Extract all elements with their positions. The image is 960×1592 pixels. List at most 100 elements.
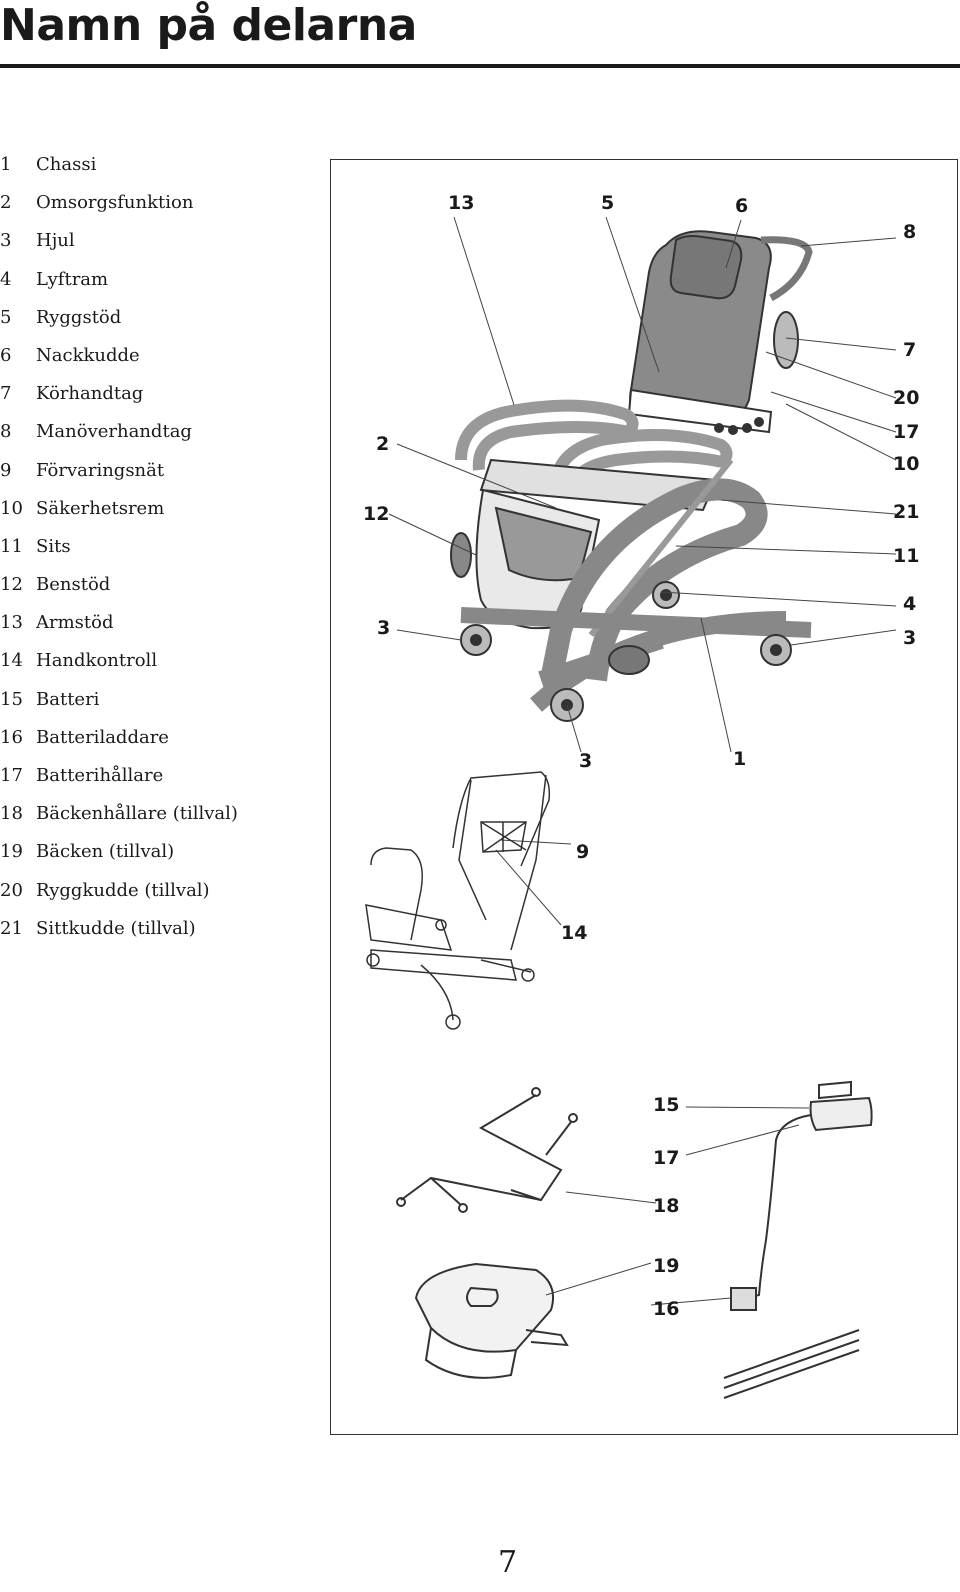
part-name: Lyftram — [36, 268, 109, 290]
part-number: 6 — [0, 344, 12, 366]
part-number: 11 — [0, 535, 23, 557]
callout-label: 3 — [377, 617, 390, 639]
part-number: 15 — [0, 688, 23, 710]
small-chair-illustration — [365, 771, 551, 1030]
part-name: Hjul — [36, 230, 75, 252]
part-item: 4 Lyftram — [0, 267, 238, 305]
part-name: Säkerhetsrem — [36, 497, 165, 519]
part-name: Batteri — [36, 688, 100, 710]
part-number: 5 — [0, 306, 12, 328]
part-item: 5 Ryggstöd — [0, 305, 238, 343]
part-item: 15 Batteri — [0, 687, 238, 725]
part-number: 2 — [0, 192, 12, 214]
part-number: 17 — [0, 765, 23, 786]
parts-illustration: 13 5 6 8 7 20 17 10 21 11 4 3 2 12 3 3 1… — [330, 159, 958, 1435]
bottom-leader-lines — [545, 1106, 810, 1306]
part-number: 16 — [0, 726, 23, 748]
callout-label: 8 — [903, 221, 916, 243]
part-name: Bäckenhållare (tillval) — [36, 803, 238, 825]
callout-label: 4 — [903, 593, 916, 615]
callout-label: 3 — [903, 627, 916, 649]
part-item: 2 Omsorgsfunktion — [0, 190, 238, 228]
callout-label: 17 — [893, 421, 919, 443]
part-name: Körhandtag — [36, 383, 144, 405]
callout-labels: 13 5 6 8 7 20 17 10 21 11 4 3 2 12 3 3 1… — [363, 192, 919, 1320]
battery-illustration — [723, 1080, 873, 1399]
callout-label: 1 — [733, 748, 746, 770]
part-number: 21 — [0, 917, 23, 939]
part-name: Omsorgsfunktion — [36, 192, 194, 214]
callout-label: 7 — [903, 339, 916, 361]
callout-label: 10 — [893, 453, 919, 475]
part-item: 19 Bäcken (tillval) — [0, 839, 238, 877]
leader-lines — [388, 216, 897, 926]
illustration-canvas: 13 5 6 8 7 20 17 10 21 11 4 3 2 12 3 3 1… — [363, 192, 919, 1399]
page-title: Namn på delarna — [0, 0, 417, 51]
bedpan-illustration — [414, 1262, 569, 1379]
part-name: Ryggkudde (tillval) — [36, 879, 210, 901]
part-number: 1 — [0, 154, 12, 175]
part-name: Benstöd — [36, 574, 111, 596]
callout-label: 19 — [653, 1255, 679, 1277]
part-name: Batterihållare — [36, 765, 164, 786]
part-name: Manöverhandtag — [36, 421, 192, 443]
part-number: 18 — [0, 803, 23, 825]
callout-label: 16 — [653, 1298, 679, 1320]
callout-label: 15 — [653, 1094, 679, 1116]
part-name: Sittkudde (tillval) — [36, 917, 196, 939]
callout-label: 5 — [601, 192, 614, 214]
part-item: 10 Säkerhetsrem — [0, 496, 238, 534]
part-item: 13 Armstöd — [0, 610, 238, 648]
part-name: Bäcken (tillval) — [36, 841, 175, 863]
callout-label: 6 — [735, 195, 748, 217]
callout-label: 2 — [376, 433, 389, 455]
title-rule — [0, 64, 960, 68]
callout-label: 13 — [448, 192, 474, 214]
part-item: 14 Handkontroll — [0, 648, 238, 686]
part-name: Sits — [36, 535, 71, 557]
part-name: Chassi — [36, 154, 97, 175]
part-number: 19 — [0, 841, 23, 863]
part-item: 1 Chassi — [0, 152, 238, 190]
part-item: 11 Sits — [0, 534, 238, 572]
part-item: 3 Hjul — [0, 228, 238, 266]
part-item: 12 Benstöd — [0, 572, 238, 610]
chair-illustration — [450, 230, 813, 722]
part-item: 16 Batteriladdare — [0, 725, 238, 763]
callout-label: 3 — [579, 750, 592, 772]
callout-label: 17 — [653, 1147, 679, 1169]
callout-label: 11 — [893, 545, 919, 567]
callout-label: 9 — [576, 841, 589, 863]
part-item: 17 Batterihållare — [0, 763, 238, 801]
part-item: 20 Ryggkudde (tillval) — [0, 878, 238, 916]
callout-label: 21 — [893, 501, 919, 523]
callout-label: 12 — [363, 503, 389, 525]
part-name: Batteriladdare — [36, 726, 169, 748]
callout-label: 14 — [561, 922, 587, 944]
callout-label: 18 — [653, 1195, 679, 1217]
part-item: 6 Nackkudde — [0, 343, 238, 381]
part-number: 13 — [0, 612, 23, 634]
part-number: 20 — [0, 879, 23, 901]
part-item: 8 Manöverhandtag — [0, 419, 238, 457]
part-name: Nackkudde — [36, 344, 140, 366]
part-item: 18 Bäckenhållare (tillval) — [0, 801, 238, 839]
part-number: 7 — [0, 383, 12, 405]
part-name: Förvaringsnät — [36, 459, 165, 481]
part-number: 9 — [0, 459, 12, 481]
part-number: 4 — [0, 268, 12, 290]
part-name: Ryggstöd — [36, 306, 122, 328]
part-number: 3 — [0, 230, 12, 252]
part-name: Handkontroll — [36, 650, 158, 672]
page-number: 7 — [498, 1545, 518, 1580]
part-number: 10 — [0, 497, 23, 519]
bedpan-holder-illustration — [396, 1087, 578, 1213]
part-number: 8 — [0, 421, 12, 443]
part-name: Armstöd — [36, 612, 114, 634]
part-item: 7 Körhandtag — [0, 381, 238, 419]
part-number: 12 — [0, 574, 23, 596]
part-number: 14 — [0, 650, 23, 672]
callout-label: 20 — [893, 387, 919, 409]
part-item: 21 Sittkudde (tillval) — [0, 916, 238, 954]
